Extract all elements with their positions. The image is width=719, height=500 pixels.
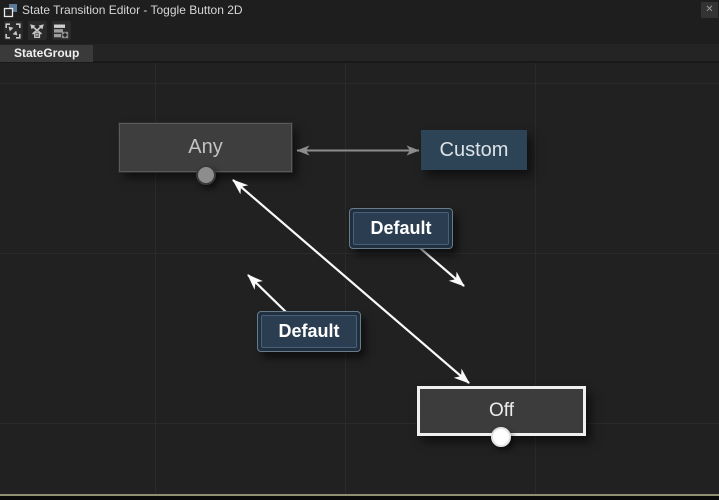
- transition-stub-default-to-any[interactable]: [247, 274, 287, 313]
- grid-line: [345, 63, 346, 494]
- close-button[interactable]: ✕: [701, 2, 718, 18]
- state-chart-canvas[interactable]: Any Custom Off: [0, 63, 719, 494]
- titlebar: State Transition Editor - Toggle Button …: [0, 0, 719, 20]
- window-icon: [3, 3, 18, 18]
- connection-port-off[interactable]: [491, 427, 511, 447]
- state-node-custom[interactable]: Custom: [421, 130, 527, 170]
- transition-label-text: Default: [261, 315, 357, 348]
- transition-arrows-layer: [232, 145, 470, 384]
- toolbar: [0, 20, 719, 44]
- grid-line: [535, 63, 536, 494]
- add-state-list-button[interactable]: [52, 21, 71, 40]
- grid-line: [0, 83, 719, 84]
- transition-label-text: Default: [353, 212, 449, 245]
- grid-line: [0, 253, 719, 254]
- state-node-label: Custom: [439, 138, 509, 161]
- fit-to-view-button[interactable]: [4, 21, 23, 40]
- close-icon: ✕: [705, 4, 714, 15]
- tab-stategroup[interactable]: StateGroup: [0, 45, 94, 62]
- transition-label-default-off-any[interactable]: Default: [257, 311, 361, 352]
- tab-bar: StateGroup: [0, 44, 719, 63]
- grid-line: [155, 63, 156, 494]
- arrange-transitions-button[interactable]: [28, 21, 47, 40]
- state-node-label: Any: [188, 136, 223, 158]
- state-node-label: Off: [489, 400, 514, 421]
- transition-label-default-any-off[interactable]: Default: [349, 208, 453, 249]
- state-node-any[interactable]: Any: [118, 122, 293, 173]
- arrange-transitions-icon: [29, 23, 46, 39]
- window-bottom-shadow: [0, 496, 719, 500]
- add-state-list-icon: [53, 23, 70, 39]
- window-title: State Transition Editor - Toggle Button …: [22, 3, 243, 17]
- window-bottom-edge: [0, 494, 719, 496]
- grid-line: [0, 423, 719, 424]
- fit-to-view-icon: [5, 22, 22, 39]
- connection-port-any[interactable]: [196, 165, 216, 185]
